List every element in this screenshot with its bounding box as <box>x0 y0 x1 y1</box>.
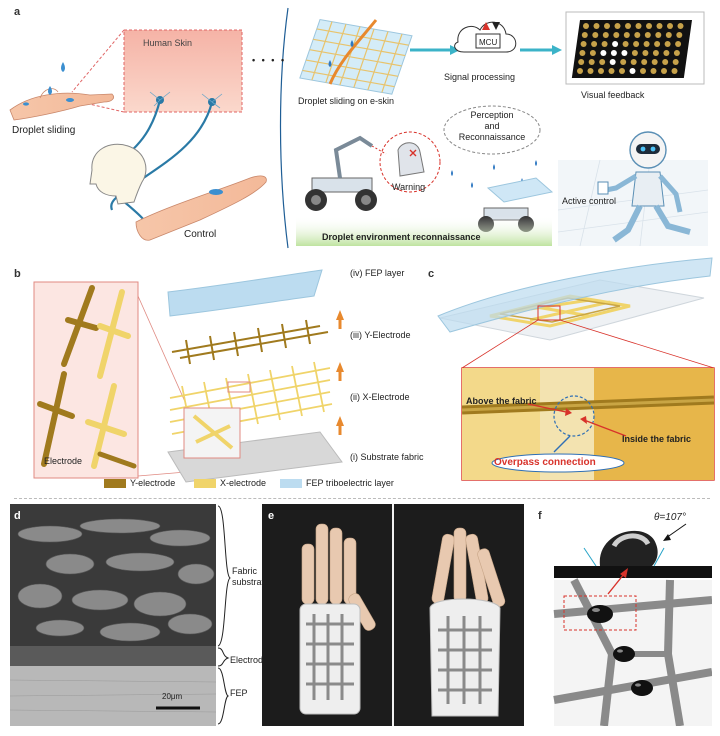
human-skin-label: Human Skin <box>143 38 193 48</box>
above-fabric-label: Above the fabric <box>466 396 537 406</box>
legend-y-text: Y-electrode <box>130 478 176 488</box>
fabric-l1: Fabric <box>232 566 258 576</box>
panel-d-label: d <box>14 510 21 522</box>
electrode-d-label: Electrode <box>230 655 269 665</box>
perception-l1: Perception <box>470 110 514 120</box>
scale-bar-label: 20μm <box>162 692 183 701</box>
fep-d-label: FEP <box>230 688 248 698</box>
contact-angle-label: θ=107° <box>654 512 686 523</box>
panel-e-photo <box>262 504 524 726</box>
layer-iv-label: (iv) FEP layer <box>350 268 405 278</box>
layer-i-label: (i) Substrate fabric <box>350 452 424 462</box>
panel-f-label: f <box>538 510 542 522</box>
layer-iii-label: (iii) Y-Electrode <box>350 330 411 340</box>
signal-processing-label: Signal processing <box>444 72 516 82</box>
layer-ii-label: (ii) X-Electrode <box>350 392 410 402</box>
legend-fep-swatch <box>280 479 302 489</box>
fabric-l2: substrate <box>232 577 270 587</box>
panel-c-label: c <box>428 268 435 280</box>
perception-l2: and <box>484 121 500 131</box>
panel-a-label: a <box>14 6 21 18</box>
panel-b-label: b <box>14 268 21 280</box>
active-control-label: Active control <box>562 196 617 206</box>
eskin-caption: Droplet sliding on e-skin <box>298 96 395 106</box>
panel-b-illustration <box>33 269 344 483</box>
inside-fabric-label: Inside the fabric <box>622 434 692 444</box>
electrode-label: Electrode <box>44 456 83 466</box>
warning-label: Warning <box>392 182 426 192</box>
env-recon-label: Droplet environment reconnaissance <box>322 232 481 242</box>
panel-c-illustration <box>437 257 715 481</box>
legend-x: X-electrode <box>194 478 267 489</box>
legend-fep: FEP triboelectric layer <box>280 478 394 489</box>
legend-x-swatch <box>194 479 216 489</box>
visual-feedback-label: Visual feedback <box>581 90 645 100</box>
perception-l3: Reconnaissance <box>458 132 526 142</box>
panel-d-sem-image <box>10 504 231 726</box>
ellipsis-mark: • • • • <box>252 55 287 65</box>
overpass-label: Overpass connection <box>494 457 596 468</box>
section-divider <box>14 498 710 499</box>
legend-y: Y-electrode <box>104 478 176 489</box>
mcu-label: MCU <box>479 38 498 47</box>
legend-y-swatch <box>104 479 126 489</box>
droplet-sliding-label: Droplet sliding <box>12 125 76 136</box>
control-label: Control <box>184 229 217 240</box>
legend-x-text: X-electrode <box>220 478 267 488</box>
panel-e-label: e <box>268 510 275 522</box>
panel-a-illustration <box>9 7 709 249</box>
legend-fep-text: FEP triboelectric layer <box>306 478 394 488</box>
panel-f-photo <box>553 523 712 726</box>
